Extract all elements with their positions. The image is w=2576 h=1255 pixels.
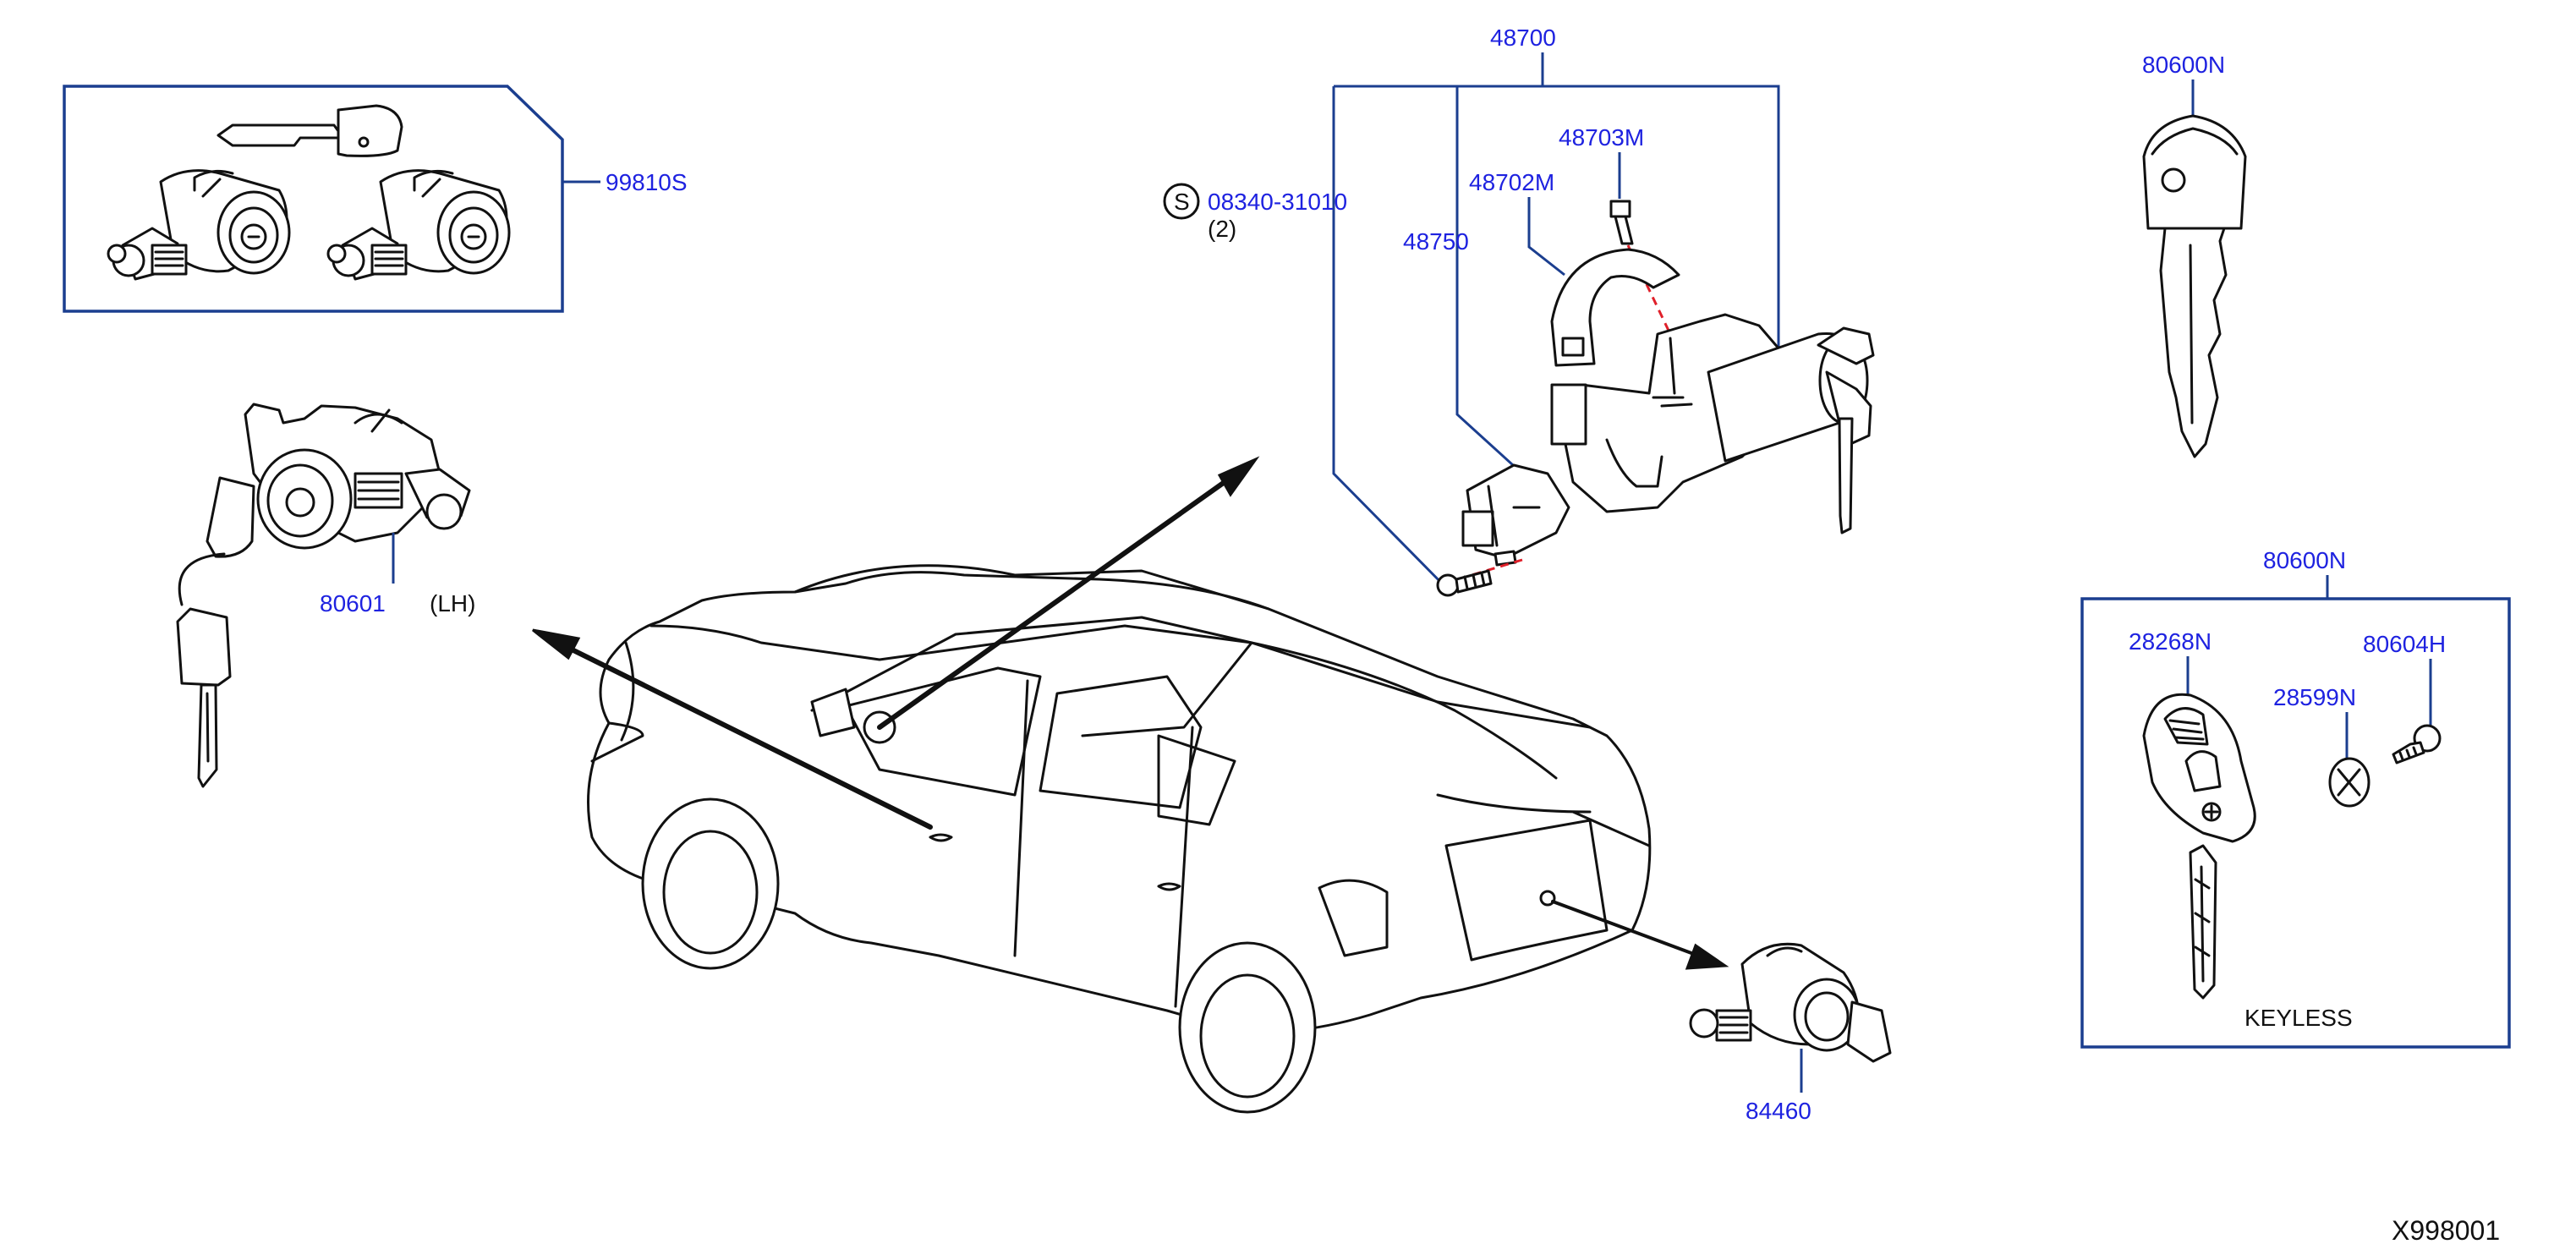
trunk-lock-group: 84460: [1689, 942, 1892, 1124]
door-lock-cylinder-icon: [326, 169, 511, 281]
key-icon: [2142, 114, 2247, 458]
callout-80600n-kit[interactable]: 80600N: [2263, 547, 2346, 573]
callout-80601[interactable]: 80601: [320, 590, 386, 617]
lock-set-kit-group: 99810S: [63, 85, 688, 313]
s-symbol: S: [1163, 183, 1200, 220]
diagram-code: X998001: [2392, 1215, 2500, 1246]
screw-icon: [1609, 200, 1634, 245]
car-body-icon: [587, 564, 1652, 1114]
callout-48750[interactable]: 48750: [1403, 228, 1469, 255]
keyless-label: KEYLESS: [2244, 1005, 2353, 1031]
callout-28599n[interactable]: 28599N: [2273, 684, 2356, 710]
quantity-note: (2): [1208, 216, 1236, 242]
key-icon: [176, 476, 255, 788]
key-group: 80600N: [2142, 52, 2247, 458]
callout-48703m[interactable]: 48703M: [1559, 124, 1644, 151]
svg-text:S: S: [1174, 189, 1190, 215]
callout-99810s[interactable]: 99810S: [606, 169, 688, 195]
callout-80604h[interactable]: 80604H: [2363, 631, 2446, 657]
pointer-arrows: [532, 456, 1729, 970]
keyless-kit-group: 80600N 28268N 80604H 28599N: [2080, 547, 2511, 1049]
key-blade-icon: [2189, 844, 2217, 1000]
callout-84460[interactable]: 84460: [1746, 1098, 1811, 1124]
callout-28268n[interactable]: 28268N: [2129, 628, 2212, 655]
ignition-lock-group: 48700 48703M 48702M 48750 S 08340-31010 …: [1163, 25, 1875, 597]
coin-battery-icon: [2328, 757, 2370, 808]
callout-80600n-key[interactable]: 80600N: [2142, 52, 2225, 78]
side-note-lh: (LH): [430, 590, 475, 617]
lock-set-kit-frame: [63, 85, 564, 313]
screw-icon: [1436, 569, 1493, 597]
trunk-lock-icon: [1689, 942, 1892, 1063]
door-lock-lh-group: 80601 (LH): [176, 403, 475, 788]
keyless-kit-frame: [2080, 597, 2511, 1049]
screw-icon: [2392, 724, 2442, 765]
key-icon: [216, 104, 403, 157]
ignition-switch-icon: [1461, 463, 1570, 567]
door-lock-cylinder-icon: [107, 169, 291, 281]
callout-08340-31010[interactable]: 08340-31010: [1208, 189, 1347, 215]
keyless-remote-icon: [2142, 693, 2256, 843]
clamp-bracket-icon: [1550, 248, 1680, 367]
ignition-lock-icon: [1550, 313, 1875, 534]
door-lock-cylinder-icon: [244, 403, 471, 550]
callout-48702m[interactable]: 48702M: [1469, 169, 1554, 195]
callout-48700[interactable]: 48700: [1490, 25, 1556, 51]
